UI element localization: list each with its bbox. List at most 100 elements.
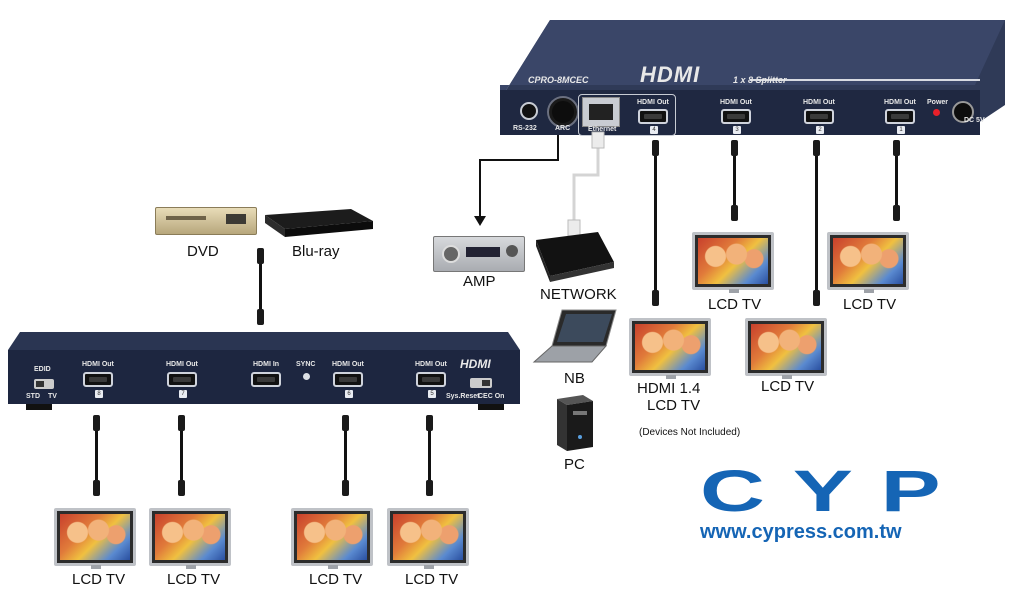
hdmi14-lcd-tv [629, 318, 711, 379]
network-icon [536, 232, 614, 282]
hdmi-plug-8-top [93, 415, 100, 431]
hdmi14-label-line1: HDMI 1.4 [637, 380, 701, 397]
pc-label: PC [564, 456, 585, 473]
switcher-hdmi-out-port-6[interactable] [333, 372, 363, 387]
lcd-tv-5-label: LCD TV [405, 571, 459, 588]
dvd-player-icon [155, 207, 257, 235]
dvd-label: DVD [187, 243, 219, 260]
splitter-hdmi-out-port-1[interactable] [885, 109, 915, 124]
cec-on-label: CEC On [478, 393, 505, 400]
lcd-tv-3-label: LCD TV [708, 296, 762, 313]
switcher-hdmi-in-label: HDMI In [253, 361, 280, 368]
lcd-tv-8-label: LCD TV [72, 571, 126, 588]
switcher-device [8, 332, 520, 410]
notebook-icon [532, 309, 617, 363]
hdmi-cable-2 [815, 156, 818, 291]
lcd-tv-7 [149, 508, 231, 569]
port-number-2: 2 [816, 126, 824, 134]
hdmi-plug-5-top [426, 415, 433, 431]
edid-label: EDID [34, 366, 51, 373]
switcher-hdmi-out-label-5: HDMI Out [415, 361, 447, 368]
lcd-tv-6 [291, 508, 373, 569]
lcd-tv-8 [54, 508, 136, 569]
hdmi-plug-2-top [813, 140, 820, 156]
switcher-hdmi-logo: HDMI [460, 357, 491, 371]
source-hdmi-plug-top [257, 248, 264, 264]
edid-std-label: STD [26, 393, 40, 400]
hdmi-cable-8 [95, 431, 98, 483]
hdmi-plug-4-bottom [652, 290, 659, 306]
sync-label: SYNC [296, 361, 316, 368]
port-number-3: 3 [733, 126, 741, 134]
hdmi-plug-1-bottom [893, 205, 900, 221]
arc-label: ARC [555, 125, 571, 132]
splitter-hdmi-out-label-2: HDMI Out [803, 99, 835, 106]
splitter-hdmi-out-port-3[interactable] [721, 109, 751, 124]
splitter-hdmi-out-port-4[interactable] [638, 109, 668, 124]
hdmi-plug-2-bottom [813, 290, 820, 306]
sys-reset-label: Sys.Reset [446, 393, 480, 400]
edid-switch[interactable] [34, 379, 54, 389]
hdmi-cable-6 [344, 431, 347, 483]
lcd-tv-7-label: LCD TV [167, 571, 221, 588]
power-led-icon [933, 109, 940, 116]
lcd-tv-1-label: LCD TV [843, 296, 897, 313]
source-hdmi-cable [259, 264, 262, 310]
splitter-hdmi-out-port-2[interactable] [804, 109, 834, 124]
port-number-5: 5 [428, 390, 436, 398]
hdmi-plug-7-bottom [178, 480, 185, 496]
hdmi-plug-5-bottom [426, 480, 433, 496]
brand-url[interactable]: www.cypress.com.tw [700, 521, 902, 543]
hdmi-cable-7 [180, 431, 183, 483]
port-number-6: 6 [345, 390, 353, 398]
hdmi14-label-line2: LCD TV [647, 397, 701, 414]
edid-tv-label: TV [48, 393, 57, 400]
switcher-hdmi-out-port-7[interactable] [167, 372, 197, 387]
dc-label: DC 5V [964, 117, 985, 124]
cec-switch[interactable] [470, 378, 492, 388]
rs232-jack[interactable] [520, 102, 538, 120]
switcher-hdmi-out-port-8[interactable] [83, 372, 113, 387]
arc-jack[interactable] [549, 98, 577, 126]
lcd-tv-5 [387, 508, 469, 569]
splitter-hdmi-out-label-3: HDMI Out [720, 99, 752, 106]
hdmi-plug-8-bottom [93, 480, 100, 496]
hdmi-plug-1-top [893, 140, 900, 156]
pc-icon [557, 395, 593, 451]
lcd-tv-2-label: LCD TV [761, 378, 815, 395]
splitter-hdmi-out-label-1: HDMI Out [884, 99, 916, 106]
ethernet-port[interactable] [582, 97, 620, 127]
port-number-1: 1 [897, 126, 905, 134]
source-hdmi-plug-bottom [257, 309, 264, 325]
hdmi-cable-3 [733, 156, 736, 206]
hdmi-plug-4-top [652, 140, 659, 156]
hdmi-cable-1 [895, 156, 898, 206]
port-number-4: 4 [650, 126, 658, 134]
port-number-7: 7 [179, 390, 187, 398]
arc-ethernet-group [578, 94, 676, 136]
switcher-hdmi-out-label-7: HDMI Out [166, 361, 198, 368]
rs232-label: RS-232 [513, 125, 537, 132]
hdmi-plug-3-top [731, 140, 738, 156]
sync-button[interactable] [303, 373, 310, 380]
port-number-8: 8 [95, 390, 103, 398]
power-label: Power [927, 99, 949, 106]
dc-power-jack[interactable] [952, 101, 974, 123]
nb-label: NB [564, 370, 585, 387]
hdmi-plug-7-top [178, 415, 185, 431]
switcher-hdmi-out-label-8: HDMI Out [82, 361, 114, 368]
hdmi-plug-3-bottom [731, 205, 738, 221]
hdmi-cable-4 [654, 156, 657, 291]
lcd-tv-3 [692, 232, 774, 293]
switcher-hdmi-out-port-5[interactable] [416, 372, 446, 387]
amp-icon [433, 236, 525, 272]
switcher-hdmi-out-label-6: HDMI Out [332, 361, 364, 368]
amp-label: AMP [463, 273, 496, 290]
lcd-tv-2 [745, 318, 827, 379]
cyp-logo: CYP [700, 459, 969, 524]
hdmi-cable-5 [428, 431, 431, 483]
ethernet-label: Ethernet [588, 126, 617, 133]
bluray-player-icon [265, 209, 373, 237]
network-label: NETWORK [540, 286, 617, 303]
switcher-hdmi-in-port[interactable] [251, 372, 281, 387]
